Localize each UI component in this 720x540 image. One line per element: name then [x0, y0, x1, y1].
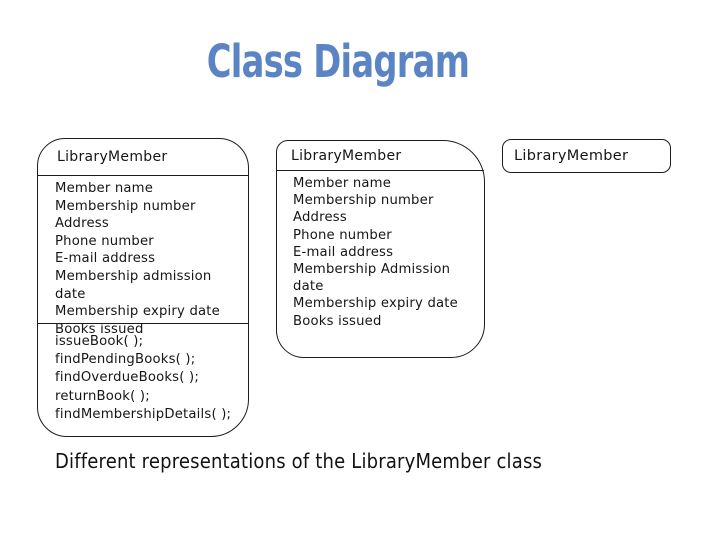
attribute-item: Books issued — [55, 321, 144, 337]
method-item: issueBook( ); — [55, 334, 144, 349]
slide-caption: Different representations of the Library… — [55, 449, 543, 473]
attribute-item: Address — [55, 216, 109, 232]
attribute-item: Member name — [293, 176, 392, 191]
attribute-item: Phone number — [55, 233, 154, 249]
attribute-item: Address — [293, 210, 347, 226]
attribute-item: Membership number — [293, 193, 434, 209]
class-name: LibraryMember — [57, 149, 168, 165]
page-title-text: Class Diagram — [206, 35, 470, 88]
attribute-item: Membership Admission date — [293, 262, 451, 295]
method-item: findMembershipDetails( ); — [55, 406, 232, 422]
class-methods: issueBook( ); findPendingBooks( ); findOve… — [38, 323, 248, 436]
class-name: LibraryMember — [291, 147, 402, 164]
attribute-item: Membership expiry date — [293, 296, 458, 312]
attribute-item: Membership admission date — [55, 268, 212, 302]
class-name: LibraryMember — [514, 148, 629, 164]
method-item: returnBook( ); — [55, 388, 150, 404]
class-box-name-only: LibraryMember — [502, 139, 671, 173]
attribute-item: Membership number — [55, 198, 196, 214]
attribute-item: Member name — [55, 181, 154, 196]
attribute-item: Membership expiry date — [55, 304, 220, 320]
attribute-item: Books issued — [293, 313, 382, 329]
page-title: Class Diagram — [0, 35, 676, 88]
method-item: findPendingBooks( ); — [55, 352, 196, 368]
method-item: findOverdueBooks( ); — [55, 370, 199, 386]
attribute-item: E-mail address — [55, 251, 156, 267]
attribute-item: Phone number — [293, 227, 392, 243]
attribute-item: E-mail address — [293, 244, 394, 260]
